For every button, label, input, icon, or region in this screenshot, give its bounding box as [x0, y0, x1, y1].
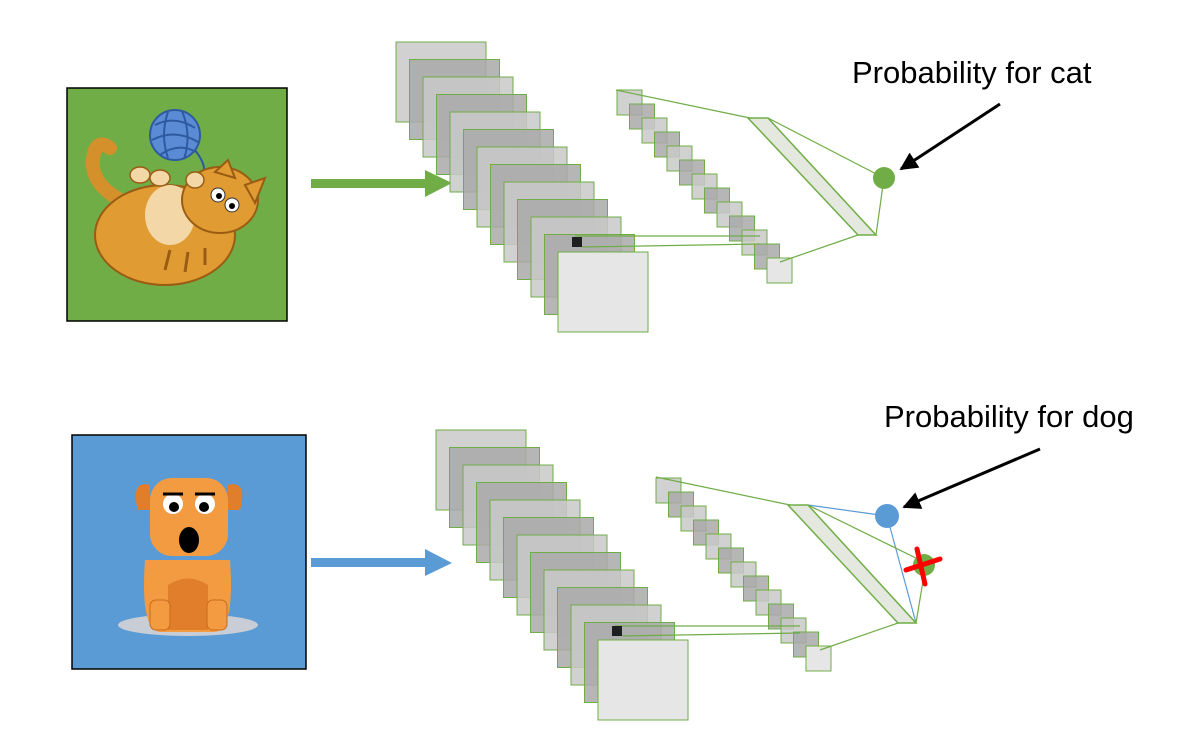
- dog-image: [71, 434, 307, 670]
- cat-dense-layer: [746, 117, 878, 236]
- dog-row: Probability for dog: [71, 399, 1134, 721]
- dog-output-node: [875, 504, 899, 528]
- cat-pool-stack: [616, 89, 793, 284]
- cat-connections: [575, 89, 885, 263]
- dog-pointer-arrow: [902, 447, 1041, 509]
- cat-input-arrow: [311, 170, 452, 197]
- cat-image: [66, 87, 288, 322]
- dog-kernel-marker: [612, 626, 622, 636]
- feature-map: [597, 639, 689, 721]
- pooled-map: [741, 229, 768, 256]
- cat-conv-stack: [395, 41, 649, 333]
- cat-illustration: [85, 109, 267, 286]
- cat-output-node: [873, 167, 895, 189]
- cat-pointer-arrow: [899, 102, 1001, 171]
- cat-row: Probability for cat: [66, 41, 1092, 333]
- dog-illustration: [118, 478, 258, 636]
- dog-pool-stack: [655, 477, 832, 672]
- cat-probability-label: Probability for cat: [852, 55, 1092, 90]
- dog-input-arrow: [311, 549, 452, 576]
- dog-conv-stack: [435, 429, 689, 721]
- pooled-map: [805, 645, 832, 672]
- feature-map: [557, 251, 649, 333]
- cat-kernel-marker: [572, 237, 582, 247]
- pooled-map: [766, 257, 793, 284]
- red-cross-icon: [903, 546, 943, 587]
- dog-probability-label: Probability for dog: [884, 399, 1134, 434]
